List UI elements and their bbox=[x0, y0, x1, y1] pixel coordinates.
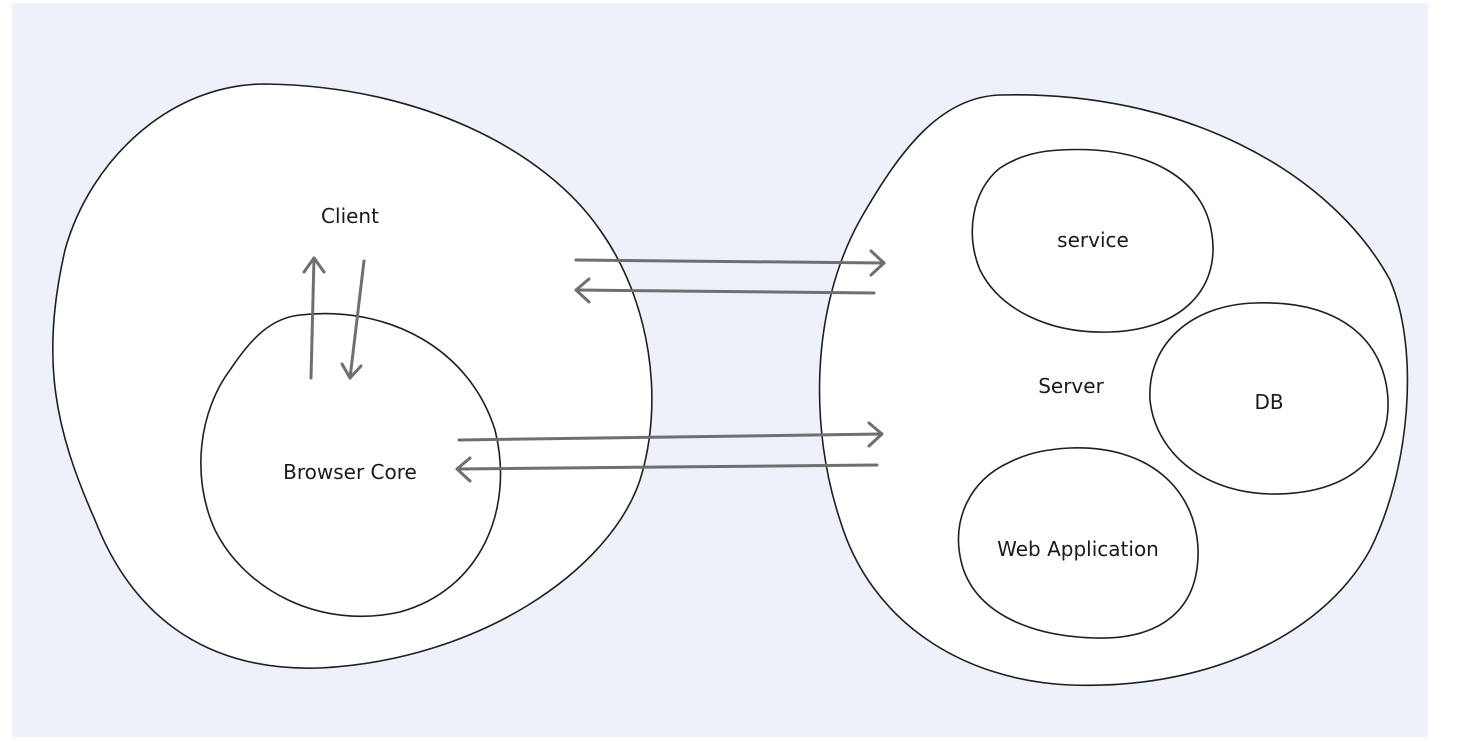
client-label: Client bbox=[321, 204, 379, 228]
db-label: DB bbox=[1254, 390, 1283, 414]
service-label: service bbox=[1057, 228, 1129, 252]
right-arrow-icon bbox=[457, 421, 884, 448]
down-arrow-icon bbox=[340, 259, 366, 380]
left-arrow-icon bbox=[455, 456, 879, 483]
service-blob[interactable] bbox=[971, 148, 1214, 333]
web-application-blob[interactable] bbox=[957, 447, 1199, 639]
server-label: Server bbox=[1038, 374, 1104, 398]
up-arrow-icon bbox=[302, 256, 326, 380]
db-blob[interactable] bbox=[1149, 302, 1389, 495]
left-arrow-icon bbox=[574, 277, 876, 304]
browser-core-label: Browser Core bbox=[283, 460, 417, 484]
web-application-label: Web Application bbox=[997, 537, 1159, 561]
browser-core-blob[interactable] bbox=[200, 312, 502, 618]
right-arrow-icon bbox=[574, 249, 886, 277]
